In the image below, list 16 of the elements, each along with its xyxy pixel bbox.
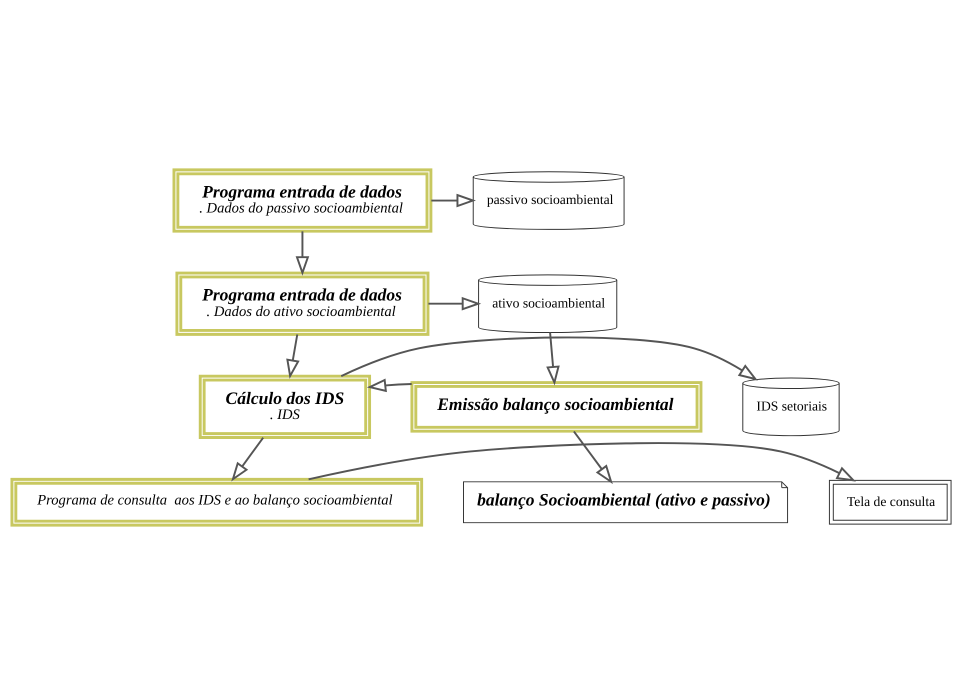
node-box: Programa entrada de dados . Dados do ativo socioambiental bbox=[175, 271, 430, 336]
node-box: Cálculo dos IDS . IDS bbox=[198, 374, 372, 438]
arrow bbox=[286, 334, 300, 378]
node-box: Programa de consulta aos IDS e ao balanço socioambiental bbox=[10, 477, 424, 526]
node-box: Emissão balanço socioambiental bbox=[410, 380, 702, 432]
arrow bbox=[231, 436, 264, 481]
node-box: Programa entrada de dados . Dados do passivo socioambiental bbox=[172, 168, 432, 232]
arrow bbox=[431, 193, 476, 207]
arrow bbox=[428, 296, 482, 310]
node-box: Tela de consulta bbox=[828, 479, 952, 524]
arrow bbox=[308, 442, 856, 482]
arrow bbox=[546, 332, 560, 385]
arrow bbox=[296, 230, 310, 276]
arrow bbox=[366, 378, 412, 392]
arrow bbox=[573, 430, 613, 484]
arrow bbox=[340, 336, 758, 380]
